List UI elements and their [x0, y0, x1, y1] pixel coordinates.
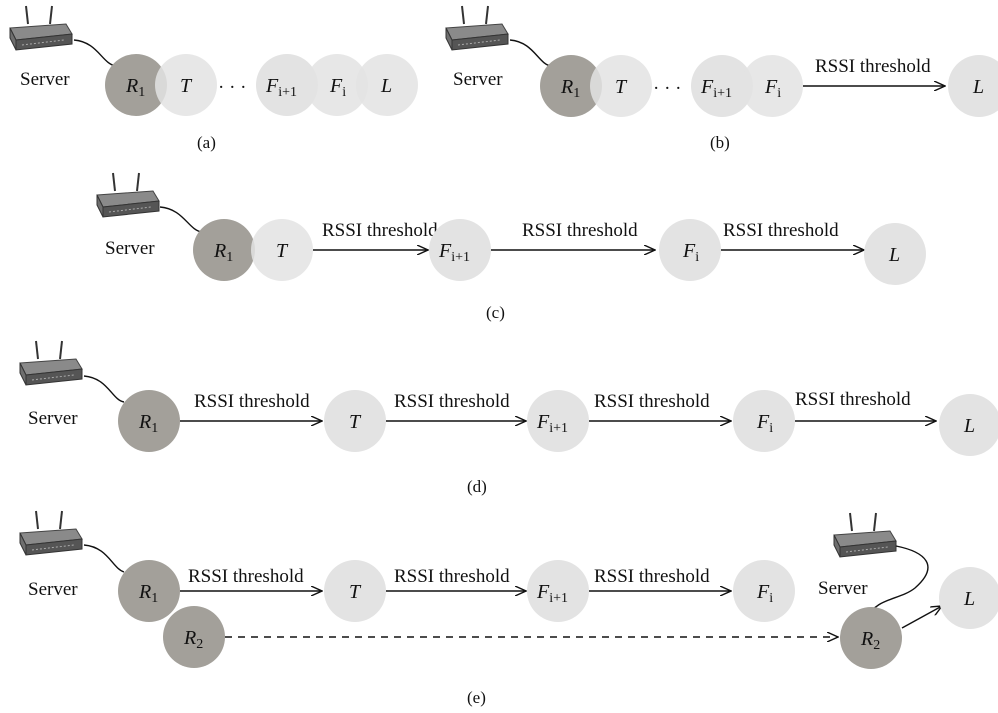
node-fi1: [527, 390, 589, 452]
server-label: Server: [28, 579, 78, 600]
node-fi: [659, 219, 721, 281]
fi1-label: Fi+1: [438, 240, 470, 265]
fi1-label: Fi+1: [536, 411, 568, 436]
router-icon: [833, 512, 897, 558]
handoff-arrow: [901, 606, 942, 629]
threshold-label: RSSI threshold: [594, 391, 710, 412]
r1-label: R1: [560, 76, 580, 101]
router-icon: [19, 510, 83, 556]
server-label: Server: [818, 578, 868, 599]
server-link: [866, 545, 929, 619]
t-label: T: [349, 581, 362, 603]
node-r1: [540, 55, 602, 117]
router-icon: [19, 340, 83, 386]
threshold-label: RSSI threshold: [522, 220, 638, 241]
fi1-label: Fi+1: [536, 581, 568, 606]
panel-b: Server · · · RSSI threshold R1 T Fi+1 Fi…: [445, 5, 998, 152]
node-r1: [105, 54, 167, 116]
node-r1: [118, 560, 180, 622]
server-label: Server: [28, 408, 78, 429]
node-r2: [840, 607, 902, 669]
l-label: L: [963, 415, 975, 437]
fi1-label: Fi+1: [265, 75, 297, 100]
threshold-label: RSSI threshold: [594, 566, 710, 587]
router-icon: [9, 5, 73, 51]
t-label: T: [615, 76, 628, 98]
server-label: Server: [105, 238, 155, 259]
threshold-label: RSSI threshold: [795, 389, 911, 410]
node-t: [155, 54, 217, 116]
ellipsis: · · ·: [218, 77, 246, 98]
panel-c: Server RSSI threshold RSSI threshold RSS…: [96, 172, 926, 322]
node-fi: [733, 390, 795, 452]
ellipsis: · · ·: [653, 78, 681, 99]
server-link: [509, 39, 552, 67]
threshold-label: RSSI threshold: [815, 56, 931, 77]
node-t: [251, 219, 313, 281]
node-r1: [193, 219, 255, 281]
r1-label: R1: [138, 411, 158, 436]
fi-label: Fi: [329, 75, 346, 100]
r1-label: R1: [138, 581, 158, 606]
node-l: [948, 55, 998, 117]
node-t: [324, 390, 386, 452]
server-link: [83, 375, 125, 403]
threshold-label: RSSI threshold: [394, 391, 510, 412]
caption-e: (e): [467, 688, 486, 707]
node-l: [356, 54, 418, 116]
node-l: [939, 394, 998, 456]
node-fi: [733, 560, 795, 622]
t-label: T: [180, 75, 193, 97]
server-label: Server: [453, 69, 503, 90]
panel-d: Server RSSI threshold RSSI threshold RSS…: [19, 340, 998, 496]
t-label: T: [349, 411, 362, 433]
node-fi1: [429, 219, 491, 281]
t-label: T: [276, 240, 289, 262]
node-fi: [306, 54, 368, 116]
node-fi1: [691, 55, 753, 117]
server-link: [159, 206, 203, 233]
fi-label: Fi: [756, 581, 773, 606]
caption-c: (c): [486, 303, 505, 322]
l-label: L: [972, 76, 984, 98]
server-link: [73, 39, 117, 67]
caption-b: (b): [710, 133, 730, 152]
router-icon: [445, 5, 509, 51]
fi1-label: Fi+1: [700, 76, 732, 101]
threshold-label: RSSI threshold: [723, 220, 839, 241]
node-fi1: [256, 54, 318, 116]
fi-label: Fi: [764, 76, 781, 101]
fi-label: Fi: [682, 240, 699, 265]
caption-d: (d): [467, 477, 487, 496]
node-t: [324, 560, 386, 622]
threshold-label: RSSI threshold: [322, 220, 438, 241]
caption-a: (a): [197, 133, 216, 152]
node-r2: [163, 606, 225, 668]
l-label: L: [380, 75, 392, 97]
node-t: [590, 55, 652, 117]
panel-e: Server RSSI threshold RSSI threshold RSS…: [19, 510, 998, 707]
node-l: [939, 567, 998, 629]
l-label: L: [888, 244, 900, 266]
threshold-label: RSSI threshold: [394, 566, 510, 587]
node-fi1: [527, 560, 589, 622]
panel-a: Server · · · R1 T Fi+1 Fi L (a): [9, 5, 418, 152]
node-l: [864, 223, 926, 285]
threshold-label: RSSI threshold: [188, 566, 304, 587]
r2-label: R2: [183, 627, 203, 652]
r2-label: R2: [860, 628, 880, 653]
r1-label: R1: [125, 75, 145, 100]
l-label: L: [963, 588, 975, 610]
server-label: Server: [20, 69, 70, 90]
threshold-label: RSSI threshold: [194, 391, 310, 412]
fi-label: Fi: [756, 411, 773, 436]
server-link: [83, 544, 125, 573]
r1-label: R1: [213, 240, 233, 265]
router-icon: [96, 172, 160, 218]
node-r1: [118, 390, 180, 452]
node-fi: [741, 55, 803, 117]
